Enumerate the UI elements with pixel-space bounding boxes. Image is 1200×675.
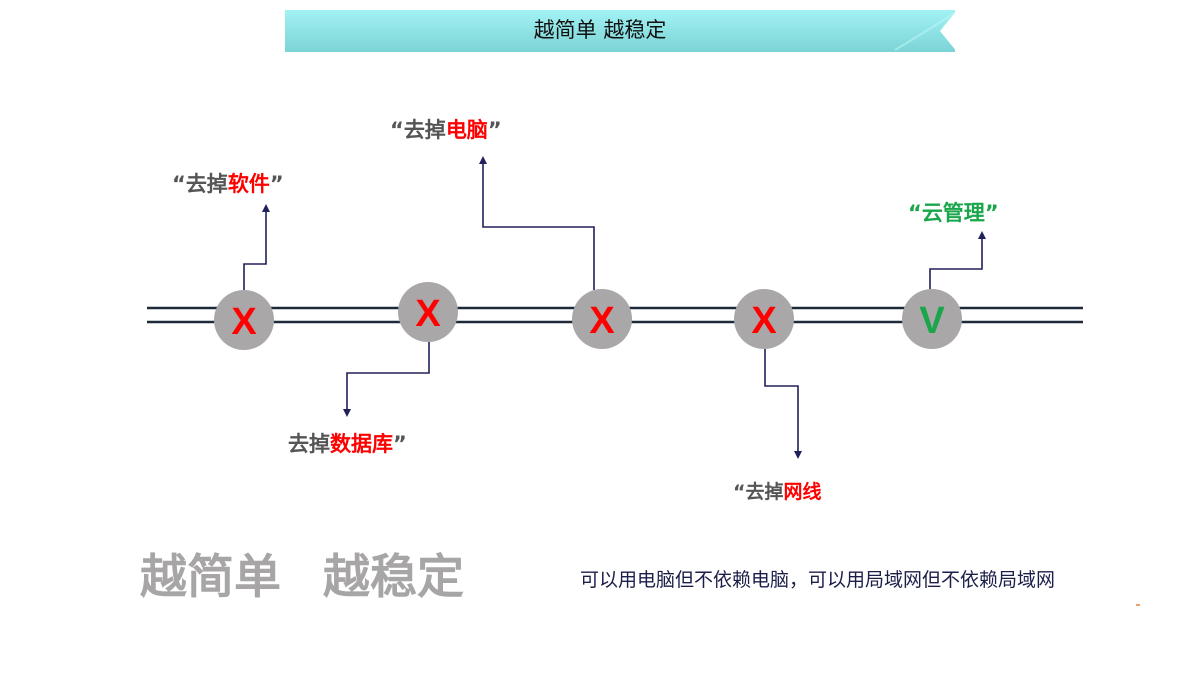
slogan: 越简单越稳定	[140, 538, 464, 607]
node-cloud-management: V	[902, 289, 962, 349]
close-quote: ”	[393, 432, 407, 456]
close-quote: ”	[984, 201, 999, 225]
node-network-cable: X	[734, 289, 794, 349]
banner-title: 越简单 越稳定	[533, 18, 667, 42]
removed-x-icon: X	[415, 293, 441, 335]
label-highlight: 软件	[227, 172, 270, 196]
banner-ribbon	[285, 10, 955, 52]
connector-software	[243, 204, 270, 290]
label-network-cable: “去掉网线	[733, 477, 822, 504]
label-prefix: 去掉	[185, 172, 228, 196]
node-software: X	[214, 290, 274, 350]
connector-network-cable	[764, 349, 802, 459]
label-database: 去掉数据库”	[288, 428, 407, 458]
label-prefix: 去掉	[745, 481, 784, 503]
title-banner: 越简单 越稳定	[285, 10, 955, 52]
open-quote: “	[733, 481, 746, 503]
slogan-part-1: 越简单	[140, 550, 281, 605]
open-quote: “	[390, 118, 404, 142]
node-database: X	[398, 282, 458, 342]
open-quote: “	[908, 201, 922, 225]
removed-x-icon: X	[589, 300, 615, 342]
label-highlight: 数据库	[330, 432, 393, 456]
label-highlight: 电脑	[445, 118, 488, 142]
label-software: “去掉软件”	[172, 168, 284, 198]
removed-x-icon: X	[231, 301, 257, 343]
removed-x-icon: X	[751, 300, 777, 342]
label-prefix: 去掉	[403, 118, 446, 142]
node-computer: X	[572, 289, 632, 349]
connector-computer	[479, 156, 595, 290]
kept-check-icon: V	[919, 300, 945, 342]
label-highlight: 云管理	[921, 201, 985, 225]
slogan-part-2: 越稳定	[323, 550, 464, 605]
connector-cloud-management	[929, 231, 986, 289]
caption: 可以用电脑但不依赖电脑，可以用局域网但不依赖局域网	[580, 569, 1056, 591]
close-quote: ”	[487, 118, 502, 142]
label-highlight: 网线	[783, 481, 822, 503]
label-prefix: 去掉	[288, 432, 330, 456]
open-quote: “	[172, 172, 186, 196]
connector-database	[343, 342, 430, 417]
decorative-dot	[1136, 604, 1140, 606]
label-cloud-management: “云管理”	[908, 197, 999, 227]
close-quote: ”	[269, 172, 284, 196]
label-computer: “去掉电脑”	[390, 114, 502, 144]
